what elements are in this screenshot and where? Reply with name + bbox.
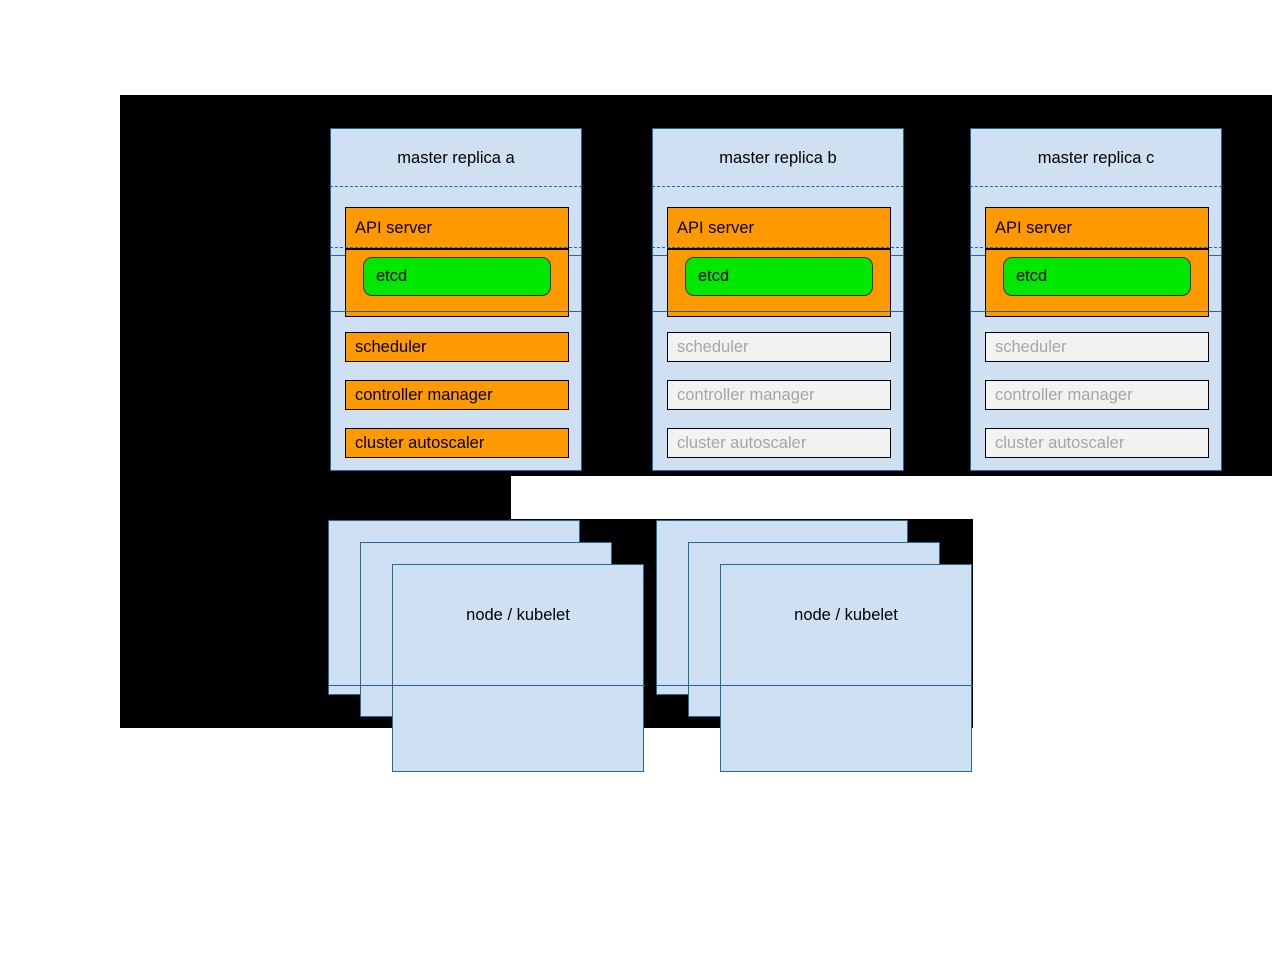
replica-c-controller-manager-label: controller manager: [995, 385, 1133, 404]
replica-b-divider-title: [652, 186, 904, 187]
replica-a-divider-api: [330, 247, 582, 248]
replica-a-controller-manager[interactable]: controller manager: [345, 380, 569, 410]
replica-c-etcd[interactable]: etcd: [1003, 257, 1191, 296]
replica-b-controller-manager-label: controller manager: [677, 385, 815, 404]
replica-a-scheduler[interactable]: scheduler: [345, 332, 569, 362]
replica-a-api-server-label: API server: [355, 218, 433, 237]
replica-a-cluster-autoscaler-label: cluster autoscaler: [355, 433, 485, 452]
replica-b-cluster-autoscaler-label: cluster autoscaler: [677, 433, 807, 452]
replica-c-api-server[interactable]: API server: [985, 207, 1209, 249]
replica-c-cluster-autoscaler-label: cluster autoscaler: [995, 433, 1125, 452]
master-replica-a-title: master replica a: [397, 149, 515, 167]
replica-a-divider-etcd-bottom: [330, 311, 582, 312]
replica-a-divider-title: [330, 186, 582, 187]
replica-a-cluster-autoscaler[interactable]: cluster autoscaler: [345, 428, 569, 458]
replica-a-scheduler-label: scheduler: [355, 337, 427, 356]
replica-b-api-server-label: API server: [677, 218, 755, 237]
replica-c-divider-title: [970, 186, 1222, 187]
replica-c-divider-etcd-bottom: [970, 311, 1222, 312]
replica-b-controller-manager[interactable]: controller manager: [667, 380, 891, 410]
replica-b-divider-api: [652, 247, 904, 248]
master-replica-b[interactable]: master replica b API server etcd schedul…: [652, 128, 904, 471]
replica-b-divider-etcd-bottom: [652, 311, 904, 312]
replica-c-scheduler-label: scheduler: [995, 337, 1067, 356]
replica-b-api-server[interactable]: API server: [667, 207, 891, 249]
node-sheet-front: [329, 564, 645, 772]
node-stack-2-divider: [657, 685, 973, 686]
replica-a-api-server[interactable]: API server: [345, 207, 569, 249]
replica-b-etcd-label: etcd: [698, 267, 730, 285]
replica-c-cluster-autoscaler[interactable]: cluster autoscaler: [985, 428, 1209, 458]
replica-c-divider-api: [970, 247, 1222, 248]
replica-a-controller-manager-label: controller manager: [355, 385, 493, 404]
master-replica-a[interactable]: master replica a API server etcd schedul…: [330, 128, 582, 471]
master-replica-b-title: master replica b: [719, 149, 837, 167]
replica-c-scheduler[interactable]: scheduler: [985, 332, 1209, 362]
node-stack-2-label: node / kubelet: [794, 606, 898, 624]
master-replica-c-title: master replica c: [1037, 149, 1155, 167]
replica-c-api-server-label: API server: [995, 218, 1073, 237]
replica-b-cluster-autoscaler[interactable]: cluster autoscaler: [667, 428, 891, 458]
replica-c-controller-manager[interactable]: controller manager: [985, 380, 1209, 410]
replica-b-scheduler-label: scheduler: [677, 337, 749, 356]
replica-b-etcd[interactable]: etcd: [685, 257, 873, 296]
node-sheet-front: [657, 564, 973, 772]
replica-a-etcd-label: etcd: [376, 267, 408, 285]
master-replica-c[interactable]: master replica c API server etcd schedul…: [970, 128, 1222, 471]
node-stack-1-label: node / kubelet: [466, 606, 570, 624]
replica-a-etcd[interactable]: etcd: [363, 257, 551, 296]
replica-c-etcd-label: etcd: [1016, 267, 1048, 285]
node-stack-1-divider: [329, 685, 645, 686]
replica-b-scheduler[interactable]: scheduler: [667, 332, 891, 362]
